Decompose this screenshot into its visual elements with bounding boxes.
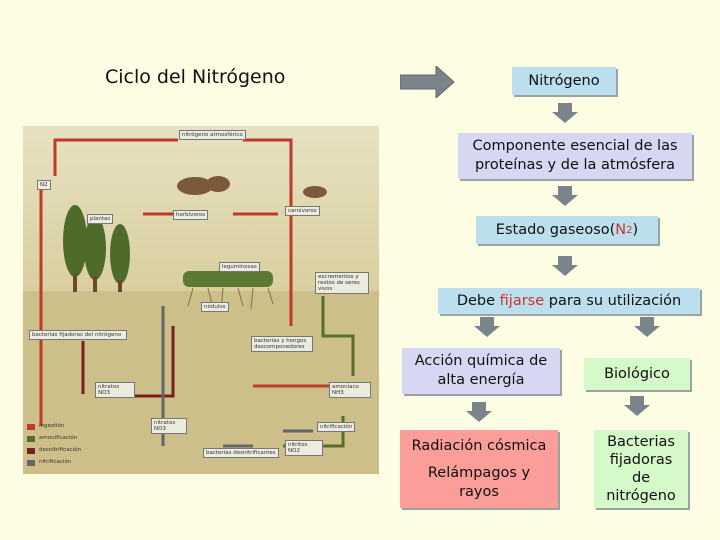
label-carnivores: carnívoros bbox=[285, 206, 320, 216]
label-atm-nitrogen: nitrógeno atmosférico bbox=[179, 130, 246, 140]
node-must-fix: Debe fijarse para su utilización bbox=[438, 288, 700, 314]
node-chemical-action: Acción química de alta energía bbox=[402, 348, 560, 394]
node-bacteria-line1: Bacterias bbox=[607, 434, 675, 450]
label-fixing-bacteria: bacterias fijadoras del nitrógeno bbox=[29, 330, 127, 340]
node-component: Componente esencial de las proteínas y d… bbox=[458, 133, 692, 179]
node-radiation-line1: Radiación cósmica bbox=[411, 437, 547, 454]
node-must-fix-highlight: fijarse bbox=[499, 292, 545, 309]
down-arrow-icon bbox=[552, 103, 578, 123]
label-denitrifying: bacterias desnitrificantes bbox=[203, 448, 279, 458]
legend-item: amonificación bbox=[39, 435, 78, 441]
legend-item: ingestión bbox=[39, 423, 65, 429]
node-chemical-line2: alta energía bbox=[437, 372, 525, 388]
right-arrow-icon bbox=[400, 66, 455, 98]
label-nodules: nódulos bbox=[201, 302, 229, 312]
label-nitrites: nitritos NO2 bbox=[285, 440, 323, 456]
node-bacteria-line4: nitrógeno bbox=[606, 488, 676, 504]
label-legumes: leguminosas bbox=[219, 262, 260, 272]
legend-item: nitrificación bbox=[39, 459, 72, 465]
node-gaseous-formula: N bbox=[615, 221, 627, 238]
node-nitrogen: Nitrógeno bbox=[512, 67, 616, 95]
label-n2: N2 bbox=[37, 180, 51, 190]
node-radiation-line3: rayos bbox=[459, 483, 499, 500]
node-bacteria: Bacterias fijadoras de nitrógeno bbox=[594, 430, 688, 508]
down-arrow-icon bbox=[624, 396, 650, 416]
node-chemical-line1: Acción química de bbox=[414, 353, 548, 369]
label-herbivores: herbívoros bbox=[173, 210, 209, 220]
node-nitrogen-label: Nitrógeno bbox=[528, 72, 600, 89]
down-arrow-icon bbox=[466, 402, 492, 422]
down-arrow-icon bbox=[474, 317, 500, 337]
nitrogen-cycle-illustration: nitrógeno atmosférico N2 plantas herbívo… bbox=[23, 126, 379, 474]
node-bacteria-line2: fijadoras bbox=[609, 452, 673, 468]
node-must-fix-pre: Debe bbox=[456, 292, 500, 309]
node-gaseous-post: ) bbox=[632, 221, 639, 238]
node-radiation-line2: Relámpagos y bbox=[427, 464, 531, 481]
label-remains: excrementos y restos de seres vivos bbox=[315, 272, 369, 294]
label-nitrates: nitratos NO3 bbox=[95, 382, 135, 398]
label-plants: plantas bbox=[87, 214, 114, 224]
label-nitrification: nitrificación bbox=[317, 422, 356, 432]
label-nitrates-2: nitratos NO3 bbox=[151, 418, 187, 434]
legend-item: desnitrificación bbox=[39, 447, 81, 453]
node-component-line2: proteínas y de la atmósfera bbox=[474, 157, 676, 173]
label-ammonia: amoníaco NH3 bbox=[329, 382, 371, 398]
node-biological: Biológico bbox=[584, 358, 690, 390]
node-component-line1: Componente esencial de las bbox=[472, 138, 678, 154]
node-gaseous-pre: Estado gaseoso( bbox=[495, 221, 616, 238]
node-must-fix-post: para su utilización bbox=[544, 292, 682, 309]
node-gaseous-sub: 2 bbox=[626, 224, 633, 236]
down-arrow-icon bbox=[634, 317, 660, 337]
down-arrow-icon bbox=[552, 256, 578, 276]
diagram-title: Ciclo del Nitrógeno bbox=[105, 66, 286, 88]
node-bacteria-line3: de bbox=[631, 470, 651, 486]
label-decomposers: bacterias y hongos descomponedores bbox=[251, 336, 313, 352]
node-biological-label: Biológico bbox=[604, 365, 670, 382]
down-arrow-icon bbox=[552, 186, 578, 206]
node-cosmic-radiation: Radiación cósmica Relámpagos y rayos bbox=[400, 430, 558, 508]
